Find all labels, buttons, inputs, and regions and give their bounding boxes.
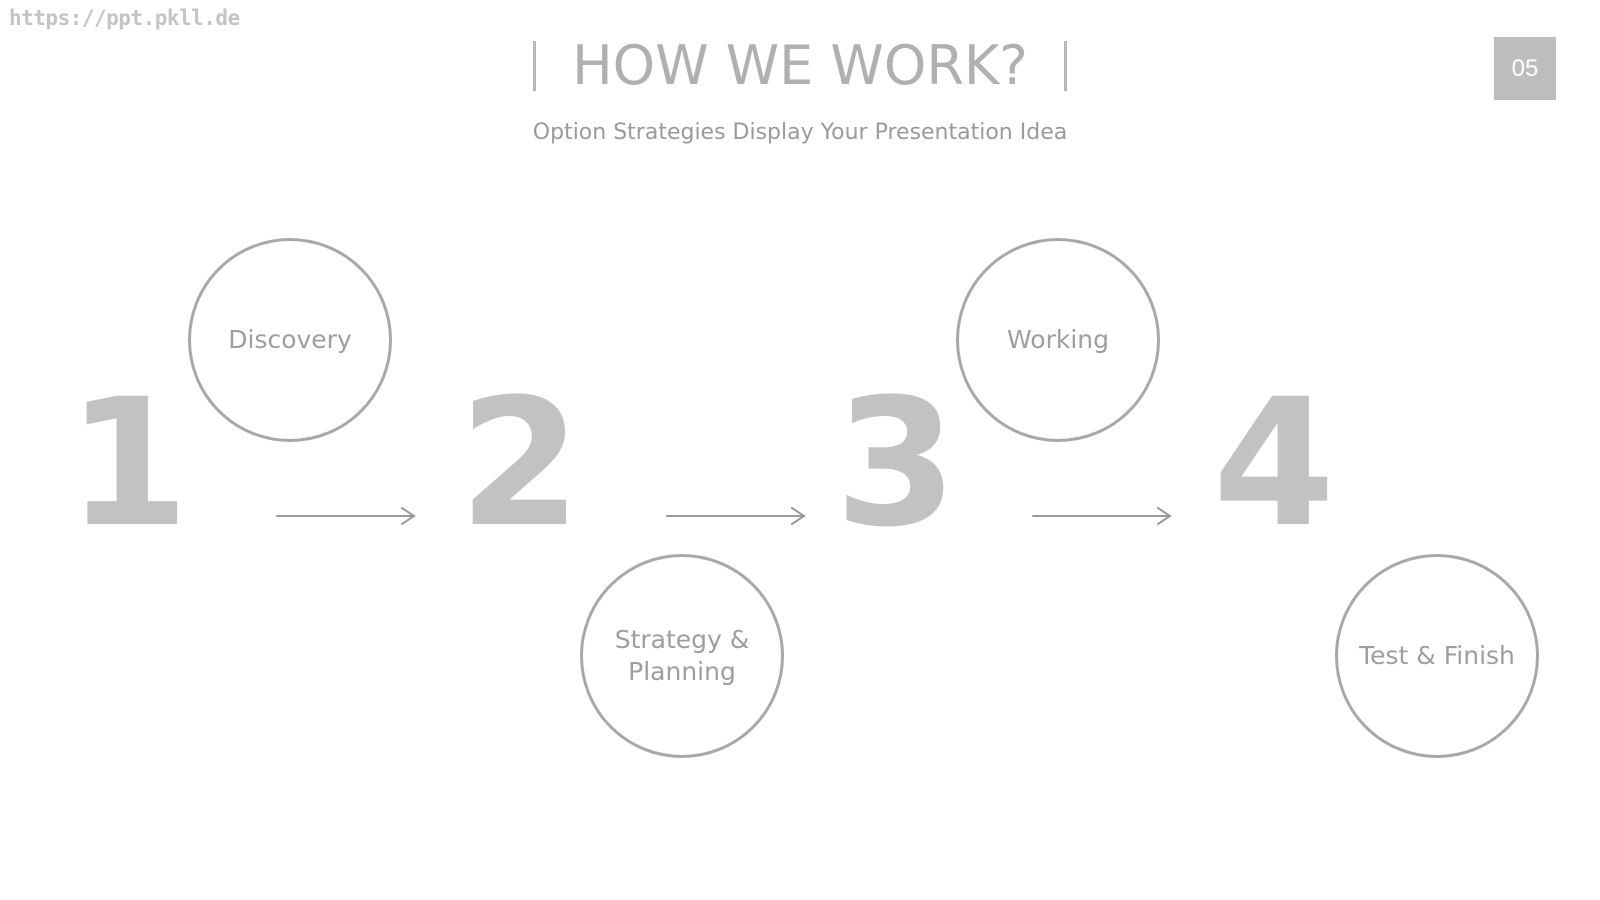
step-number-1: 1 — [66, 361, 190, 566]
arrow-right-icon — [276, 507, 416, 525]
step-label-discovery: Discovery — [228, 325, 352, 354]
title-block: HOW WE WORK? — [0, 30, 1600, 102]
title-right-divider — [1063, 41, 1067, 91]
step-circle-working: Working — [956, 238, 1160, 442]
step-number-2: 2 — [458, 361, 582, 566]
step-circle-strategy-planning: Strategy & Planning — [580, 554, 784, 758]
page-number-badge: 05 — [1494, 37, 1556, 100]
step-number-4: 4 — [1212, 361, 1336, 566]
watermark-url: https://ppt.pkll.de — [9, 6, 240, 30]
step-label-test-finish: Test & Finish — [1359, 641, 1515, 670]
step-label-strategy-planning: Strategy & Planning — [614, 625, 750, 686]
title-left-divider — [533, 41, 537, 91]
page-title: HOW WE WORK? — [572, 34, 1028, 97]
step-circle-discovery: Discovery — [188, 238, 392, 442]
step-number-3: 3 — [834, 361, 958, 566]
step-circle-test-finish: Test & Finish — [1335, 554, 1539, 758]
step-label-working: Working — [1007, 325, 1109, 354]
page-subtitle: Option Strategies Display Your Presentat… — [532, 120, 1068, 145]
arrow-right-icon — [666, 507, 806, 525]
arrow-right-icon — [1032, 507, 1172, 525]
